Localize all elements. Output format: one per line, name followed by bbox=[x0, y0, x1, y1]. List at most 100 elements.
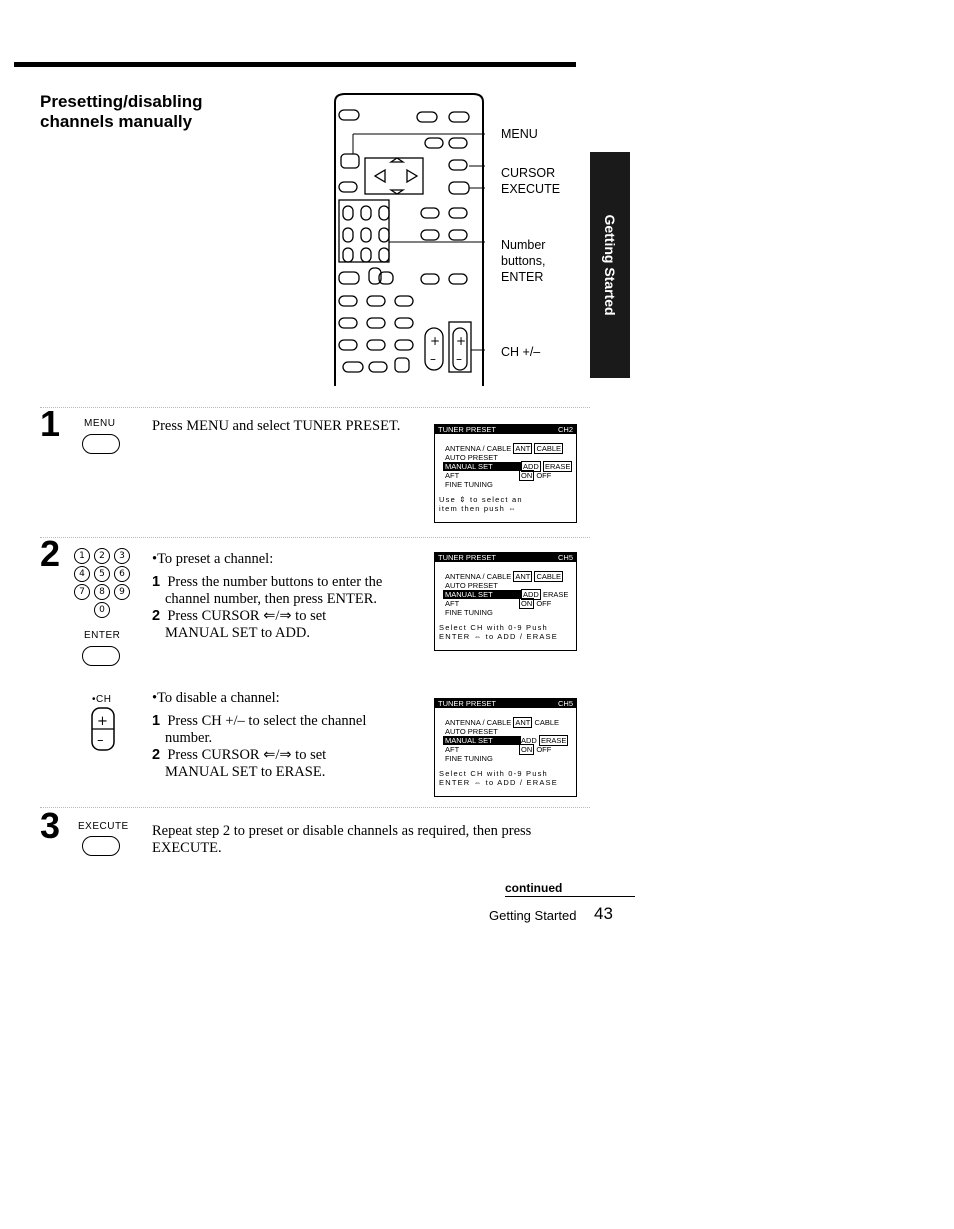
osd3-channel: CH5 bbox=[557, 699, 573, 708]
remote-control-illustration: + – + – bbox=[334, 93, 485, 386]
osd3-row5: FINE TUNING bbox=[445, 754, 493, 763]
osd2-row4-opt2: OFF bbox=[536, 599, 552, 608]
disable-sub2-line2: MANUAL SET to ERASE. bbox=[165, 764, 326, 780]
step-1-text: Press MENU and select TUNER PRESET. bbox=[152, 418, 401, 434]
callout-ch: CH +/– bbox=[501, 345, 541, 359]
disable-sub1-line2: number. bbox=[165, 730, 213, 746]
enter-label: ENTER bbox=[84, 630, 121, 641]
osd3-foot2: ENTER ⇔ to ADD / ERASE bbox=[439, 778, 558, 787]
osd1-row2: AUTO PRESET bbox=[445, 453, 498, 462]
footer-section-name: Getting Started bbox=[489, 908, 577, 923]
callout-number-line2: buttons, bbox=[501, 254, 546, 268]
step-2-number: 2 bbox=[40, 533, 61, 574]
digit-key-icon: 4 bbox=[74, 566, 90, 582]
callout-number-buttons: Number buttons, ENTER bbox=[501, 237, 545, 285]
execute-button-icon bbox=[82, 836, 120, 856]
osd3-row4-opt1: ON bbox=[519, 744, 535, 755]
osd2-row3-opt2: ERASE bbox=[542, 590, 569, 599]
disable-sub2-num: 2 bbox=[152, 747, 161, 763]
disable-sub2-line1: Press CURSOR ⇐/⇒ to set bbox=[167, 747, 327, 763]
osd2-header: TUNER PRESET bbox=[438, 553, 496, 562]
osd3-row3-opt2: ERASE bbox=[538, 735, 569, 746]
osd2-row1-opt2: CABLE bbox=[534, 571, 564, 582]
step-2-sub1-line2: channel number, then press ENTER. bbox=[165, 591, 378, 607]
osd3-row2: AUTO PRESET bbox=[445, 727, 498, 736]
top-rule bbox=[14, 62, 576, 67]
digit-key-icon: 3 bbox=[114, 548, 130, 564]
osd-screen-2: TUNER PRESET CH5 ANTENNA / CABLE ANT CABL… bbox=[434, 552, 577, 651]
disable-bullet: •To disable a channel: bbox=[152, 690, 280, 706]
digit-key-icon: 7 bbox=[74, 584, 90, 600]
osd1-header: TUNER PRESET bbox=[438, 425, 496, 434]
separator-1 bbox=[40, 407, 590, 408]
step-2-instructions: •To preset a channel: 1 Press the number… bbox=[152, 551, 382, 642]
osd1-row1-opt1: ANT bbox=[513, 443, 533, 454]
ch-plus-minus-icon: + – bbox=[91, 707, 115, 751]
digit-key-icon: 6 bbox=[114, 566, 130, 582]
digit-key-icon: 8 bbox=[94, 584, 110, 600]
osd3-row3-opt1: ADD bbox=[521, 736, 537, 745]
step-1-button-label: MENU bbox=[84, 418, 116, 429]
ch-minus-glyph: – bbox=[97, 733, 104, 748]
step-3-line2: EXECUTE. bbox=[152, 840, 222, 856]
enter-button-icon bbox=[82, 646, 120, 666]
step-3-number: 3 bbox=[40, 805, 61, 846]
digit-key-icon: 5 bbox=[94, 566, 110, 582]
osd1-foot1: Use ⇕ to select an bbox=[439, 495, 523, 504]
digit-key-icon: 9 bbox=[114, 584, 130, 600]
osd3-row1-opt1: ANT bbox=[513, 717, 533, 728]
page-number: 43 bbox=[594, 904, 613, 923]
step-2-sub2-num: 2 bbox=[152, 608, 161, 624]
section-title-line2: channels manually bbox=[40, 112, 193, 131]
callout-number-line3: ENTER bbox=[501, 270, 544, 284]
osd2-row1-opt1: ANT bbox=[513, 571, 533, 582]
osd1-row1-label: ANTENNA / CABLE bbox=[445, 444, 512, 453]
separator-2 bbox=[40, 537, 590, 538]
osd2-row3-opt1: ADD bbox=[521, 589, 541, 600]
osd1-row1-opt2: CABLE bbox=[534, 443, 564, 454]
continued-label: continued bbox=[505, 881, 563, 895]
step-2-sub2-line1: Press CURSOR ⇐/⇒ to set bbox=[167, 608, 327, 624]
step-2-sub1-num: 1 bbox=[152, 574, 161, 590]
osd1-channel: CH2 bbox=[557, 425, 573, 434]
svg-text:+: + bbox=[430, 334, 440, 348]
osd2-row5: FINE TUNING bbox=[445, 608, 493, 617]
osd1-row3-opt1: ADD bbox=[521, 461, 541, 472]
digit-key-icon: 0 bbox=[94, 602, 110, 618]
svg-text:+: + bbox=[456, 334, 466, 348]
step-2-bullet: •To preset a channel: bbox=[152, 551, 274, 567]
callout-execute: EXECUTE bbox=[501, 182, 561, 196]
svg-text:–: – bbox=[430, 352, 436, 366]
step-3-text: Repeat step 2 to preset or disable chann… bbox=[152, 823, 531, 857]
digit-key-icon: 1 bbox=[74, 548, 90, 564]
osd2-foot1: Select CH with 0-9 Push bbox=[439, 623, 548, 632]
continued-rule bbox=[505, 896, 635, 897]
osd1-row3-opt2: ERASE bbox=[542, 461, 573, 472]
step-3-button-label: EXECUTE bbox=[78, 821, 129, 832]
step-2-sub1-line1: Press the number buttons to enter the bbox=[167, 574, 383, 590]
osd3-row3-label: MANUAL SET bbox=[443, 736, 521, 745]
osd3-row4-opt2: OFF bbox=[536, 745, 552, 754]
step-3-line1: Repeat step 2 to preset or disable chann… bbox=[152, 823, 532, 839]
osd3-foot1: Select CH with 0-9 Push bbox=[439, 769, 548, 778]
osd1-row3-label: MANUAL SET bbox=[443, 462, 521, 471]
osd1-row4-opt2: OFF bbox=[536, 471, 552, 480]
osd2-row2: AUTO PRESET bbox=[445, 581, 498, 590]
section-title-line1: Presetting/disabling bbox=[40, 92, 203, 111]
osd2-row1-label: ANTENNA / CABLE bbox=[445, 572, 512, 581]
osd2-row3-label: MANUAL SET bbox=[443, 590, 521, 599]
osd1-row5: FINE TUNING bbox=[445, 480, 493, 489]
callout-number-line1: Number bbox=[501, 238, 546, 252]
step-1-number: 1 bbox=[40, 403, 61, 444]
osd2-row4-opt1: ON bbox=[519, 598, 535, 609]
osd3-row1-opt2: CABLE bbox=[534, 718, 560, 727]
ch-plus-glyph: + bbox=[97, 714, 108, 729]
disable-sub1-num: 1 bbox=[152, 713, 161, 729]
callout-cursor: CURSOR bbox=[501, 166, 556, 180]
callout-menu: MENU bbox=[501, 127, 538, 141]
osd-screen-1: TUNER PRESET CH2 ANTENNA / CABLE ANT CABL… bbox=[434, 424, 577, 523]
osd3-row4-label: AFT bbox=[445, 745, 460, 754]
osd2-channel: CH5 bbox=[557, 553, 573, 562]
